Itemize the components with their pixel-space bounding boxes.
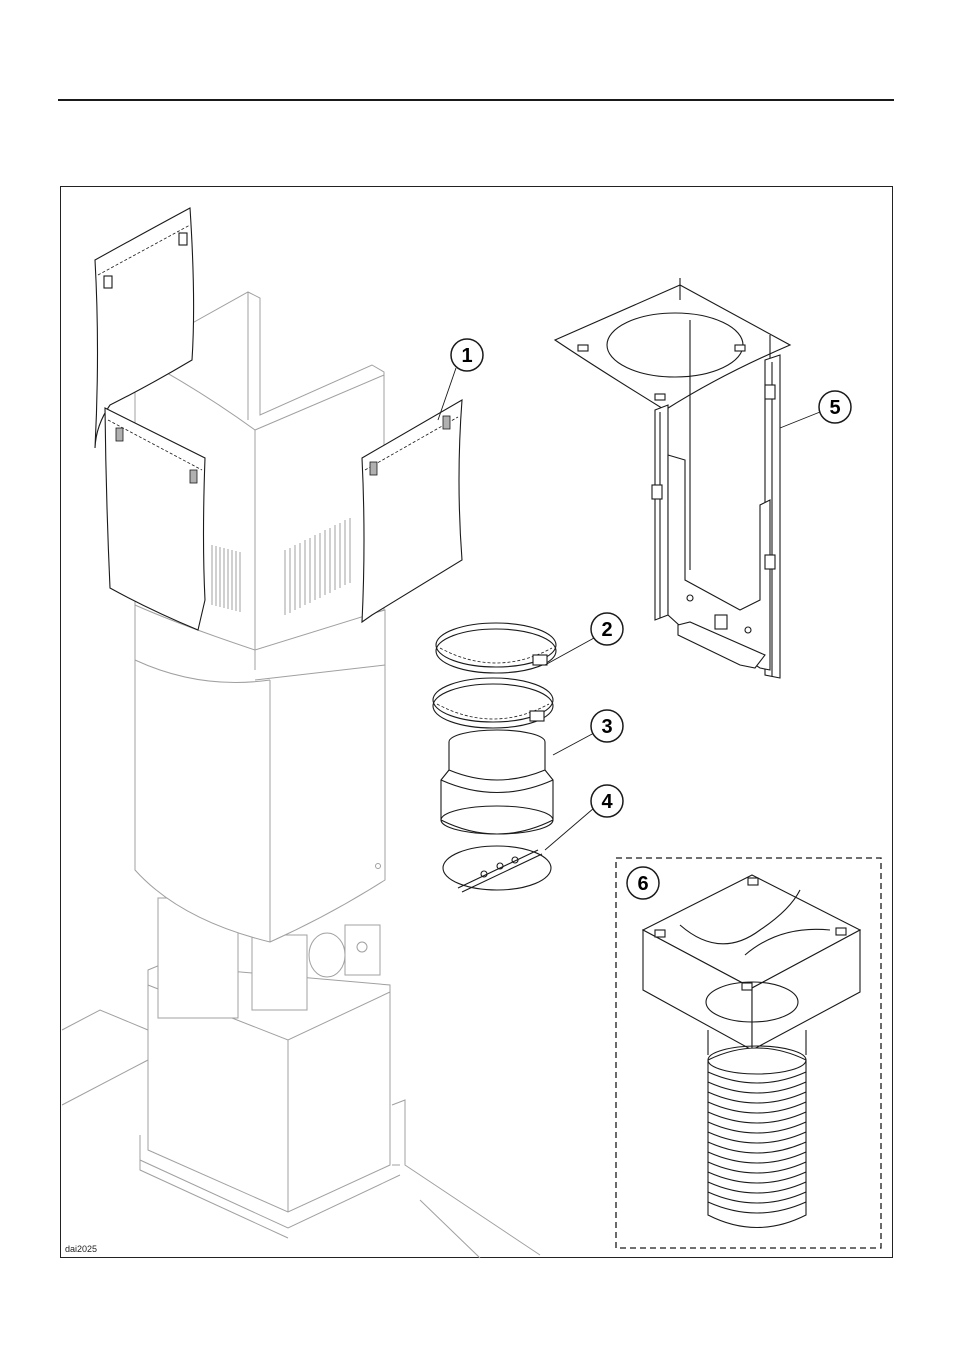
- film-tab: [443, 416, 450, 429]
- callout-6-label: 6: [637, 873, 648, 895]
- callout-3: 3: [591, 710, 623, 742]
- hose-clamp-upper: [436, 623, 556, 673]
- callout-1: 1: [451, 339, 483, 371]
- drawing-code: dai2025: [65, 1244, 97, 1254]
- callout-4-label: 4: [601, 791, 613, 813]
- callout-3-label: 3: [601, 716, 612, 738]
- callout-5: 5: [819, 391, 851, 423]
- film-tab: [370, 462, 377, 475]
- callout-5-label: 5: [829, 397, 840, 419]
- callout-4: 4: [591, 785, 623, 817]
- callout-1-label: 1: [461, 345, 472, 367]
- callout-2: 2: [591, 613, 623, 645]
- film-tab: [190, 470, 197, 483]
- lower-chimney-cover: [135, 605, 385, 942]
- hose-clamp-lower: [433, 678, 553, 728]
- film-tab: [116, 428, 123, 441]
- callout-2-label: 2: [601, 619, 612, 641]
- mounting-frame: [555, 278, 790, 678]
- non-return-valve: [443, 846, 551, 892]
- callout-6: 6: [627, 867, 659, 899]
- flexible-hose: [708, 1046, 806, 1228]
- motor-housing: [140, 898, 400, 1238]
- recirculation-kit-inset: [616, 858, 881, 1248]
- duct-adapter: [441, 730, 553, 834]
